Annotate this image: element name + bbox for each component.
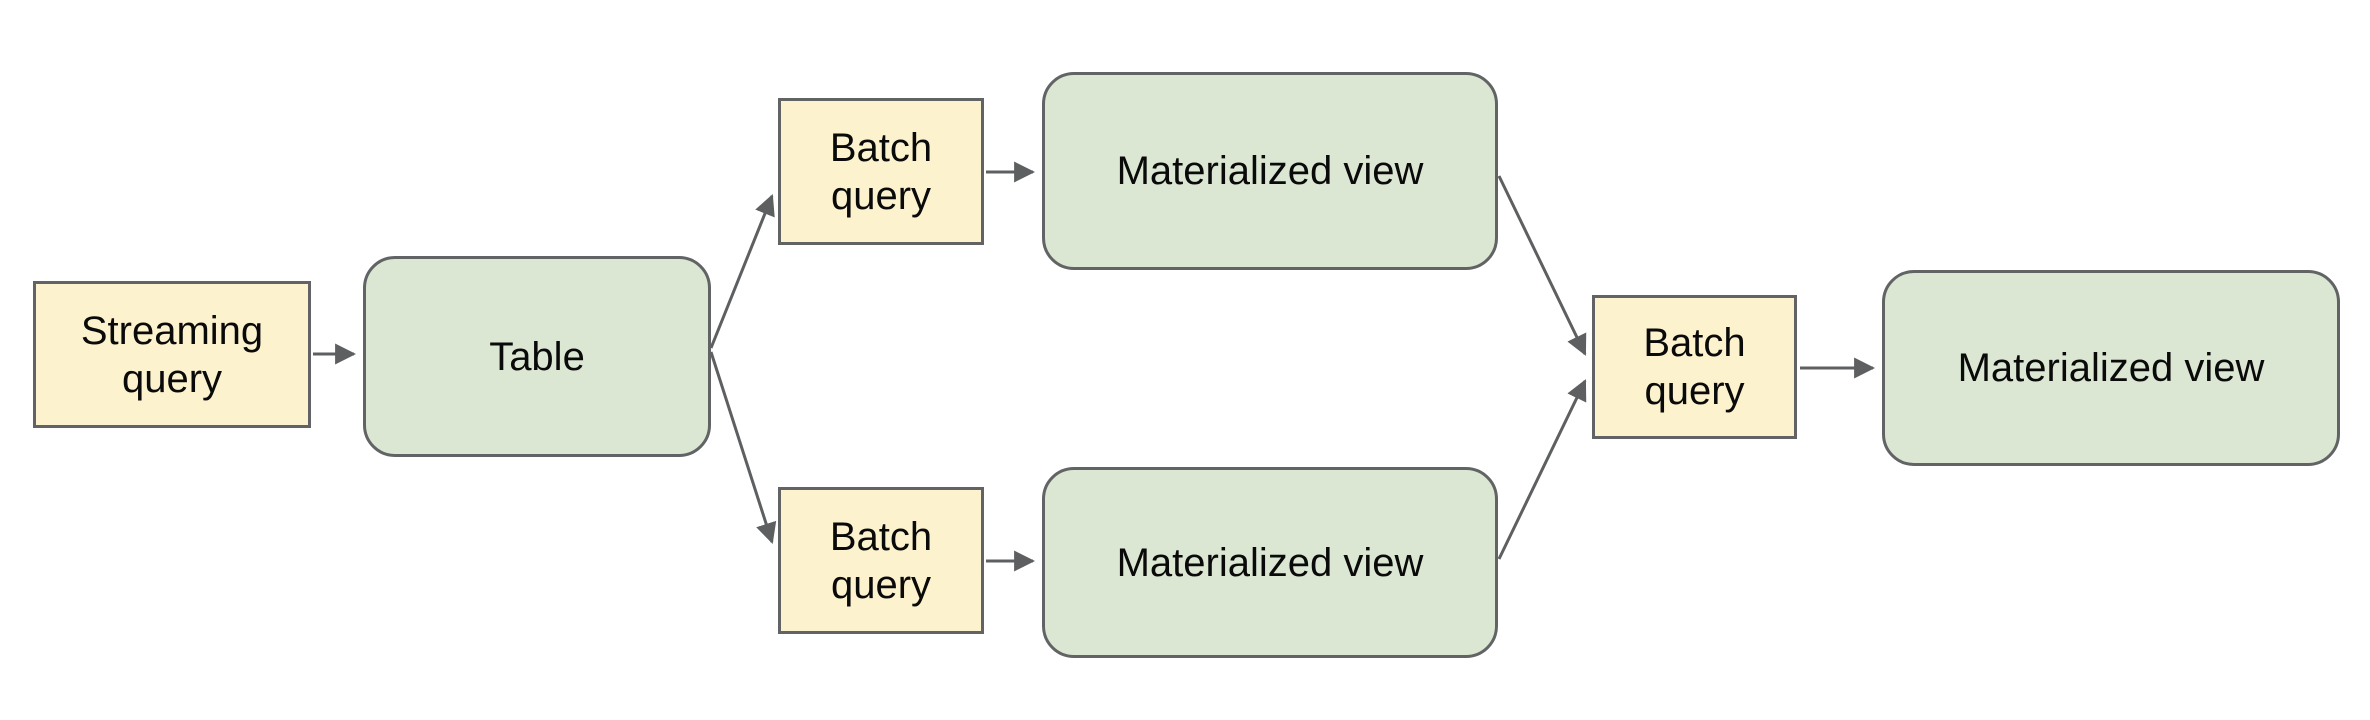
node-batch-query-final: Batch query: [1592, 295, 1797, 439]
edge-table-to-batch-query-top: [709, 194, 775, 349]
node-materialized-view-bottom-label: Materialized view: [1116, 540, 1424, 585]
node-batch-query-top: Batch query: [778, 98, 984, 245]
node-batch-query-final-label: Batch query: [1643, 321, 1746, 413]
node-materialized-view-top-label: Materialized view: [1116, 149, 1424, 193]
node-batch-query-bottom: Batch query: [778, 487, 984, 634]
node-streaming-query-label: Streaming query: [80, 308, 264, 401]
node-streaming-query: Streaming query: [33, 281, 311, 428]
node-materialized-view-top: Materialized view: [1042, 72, 1498, 270]
edge-materialized-view-top-to-batch-query-final: [1497, 175, 1587, 356]
node-table: Table: [363, 256, 711, 457]
node-batch-query-top-label: Batch query: [829, 125, 933, 218]
edge-table-to-batch-query-bottom: [709, 351, 777, 544]
node-materialized-view-final-label: Materialized view: [1957, 346, 2265, 390]
node-materialized-view-final: Materialized view: [1882, 270, 2340, 466]
node-batch-query-bottom-label: Batch query: [829, 514, 933, 607]
node-table-label: Table: [489, 334, 585, 379]
node-materialized-view-bottom: Materialized view: [1042, 467, 1498, 658]
edge-materialized-view-bottom-to-batch-query-final: [1497, 379, 1587, 560]
